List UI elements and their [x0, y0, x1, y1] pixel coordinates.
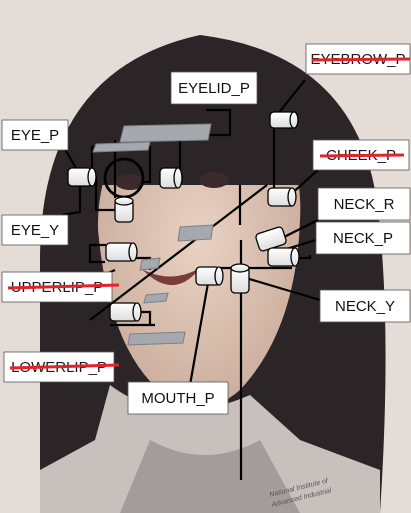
actuator-cylinders [67, 111, 300, 322]
svg-text:EYE_Y: EYE_Y [11, 222, 59, 239]
actuator-eyelid-p [159, 167, 183, 189]
svg-text:EYELID_P: EYELID_P [178, 80, 250, 97]
strike-lowerlip-p [9, 363, 120, 370]
label-neck-r: NECK_R [317, 187, 411, 221]
actuator-upperlip-p [105, 242, 138, 262]
actuator-neck-y [230, 263, 250, 294]
strike-upperlip-p [7, 283, 120, 290]
actuator-eyebrow-p [269, 111, 299, 129]
label-mouth-p: MOUTH_P [127, 381, 229, 415]
actuator-cheek-p [267, 187, 297, 207]
strike-cheek-p [319, 153, 405, 158]
svg-text:NECK_P: NECK_P [333, 230, 393, 247]
svg-text:EYE_P: EYE_P [11, 127, 59, 144]
label-eyebrow-p: EYEBROW_P [305, 43, 411, 75]
svg-text:NECK_Y: NECK_Y [335, 298, 395, 315]
label-neck-y: NECK_Y [319, 289, 411, 323]
link-plates [92, 123, 214, 346]
label-eye-p: EYE_P [1, 119, 69, 151]
actuator-lowerlip-p [109, 302, 142, 322]
actuator-mouth-p [195, 266, 224, 286]
actuator-eye-p [67, 167, 97, 187]
label-lowerlip-p: LOWERLIP_P [3, 351, 120, 383]
actuator-eye-y [114, 196, 134, 223]
label-upperlip-p: UPPERLIP_P [1, 271, 120, 303]
label-eyelid-p: EYELID_P [170, 71, 258, 105]
svg-text:MOUTH_P: MOUTH_P [141, 390, 214, 407]
label-neck-p: NECK_P [315, 221, 411, 255]
svg-text:NECK_R: NECK_R [334, 196, 395, 213]
label-cheek-p: CHEEK_P [312, 139, 410, 171]
actuator-neck-p [267, 247, 300, 267]
strike-eyebrow-p [311, 57, 411, 62]
label-eye-y: EYE_Y [1, 214, 69, 246]
